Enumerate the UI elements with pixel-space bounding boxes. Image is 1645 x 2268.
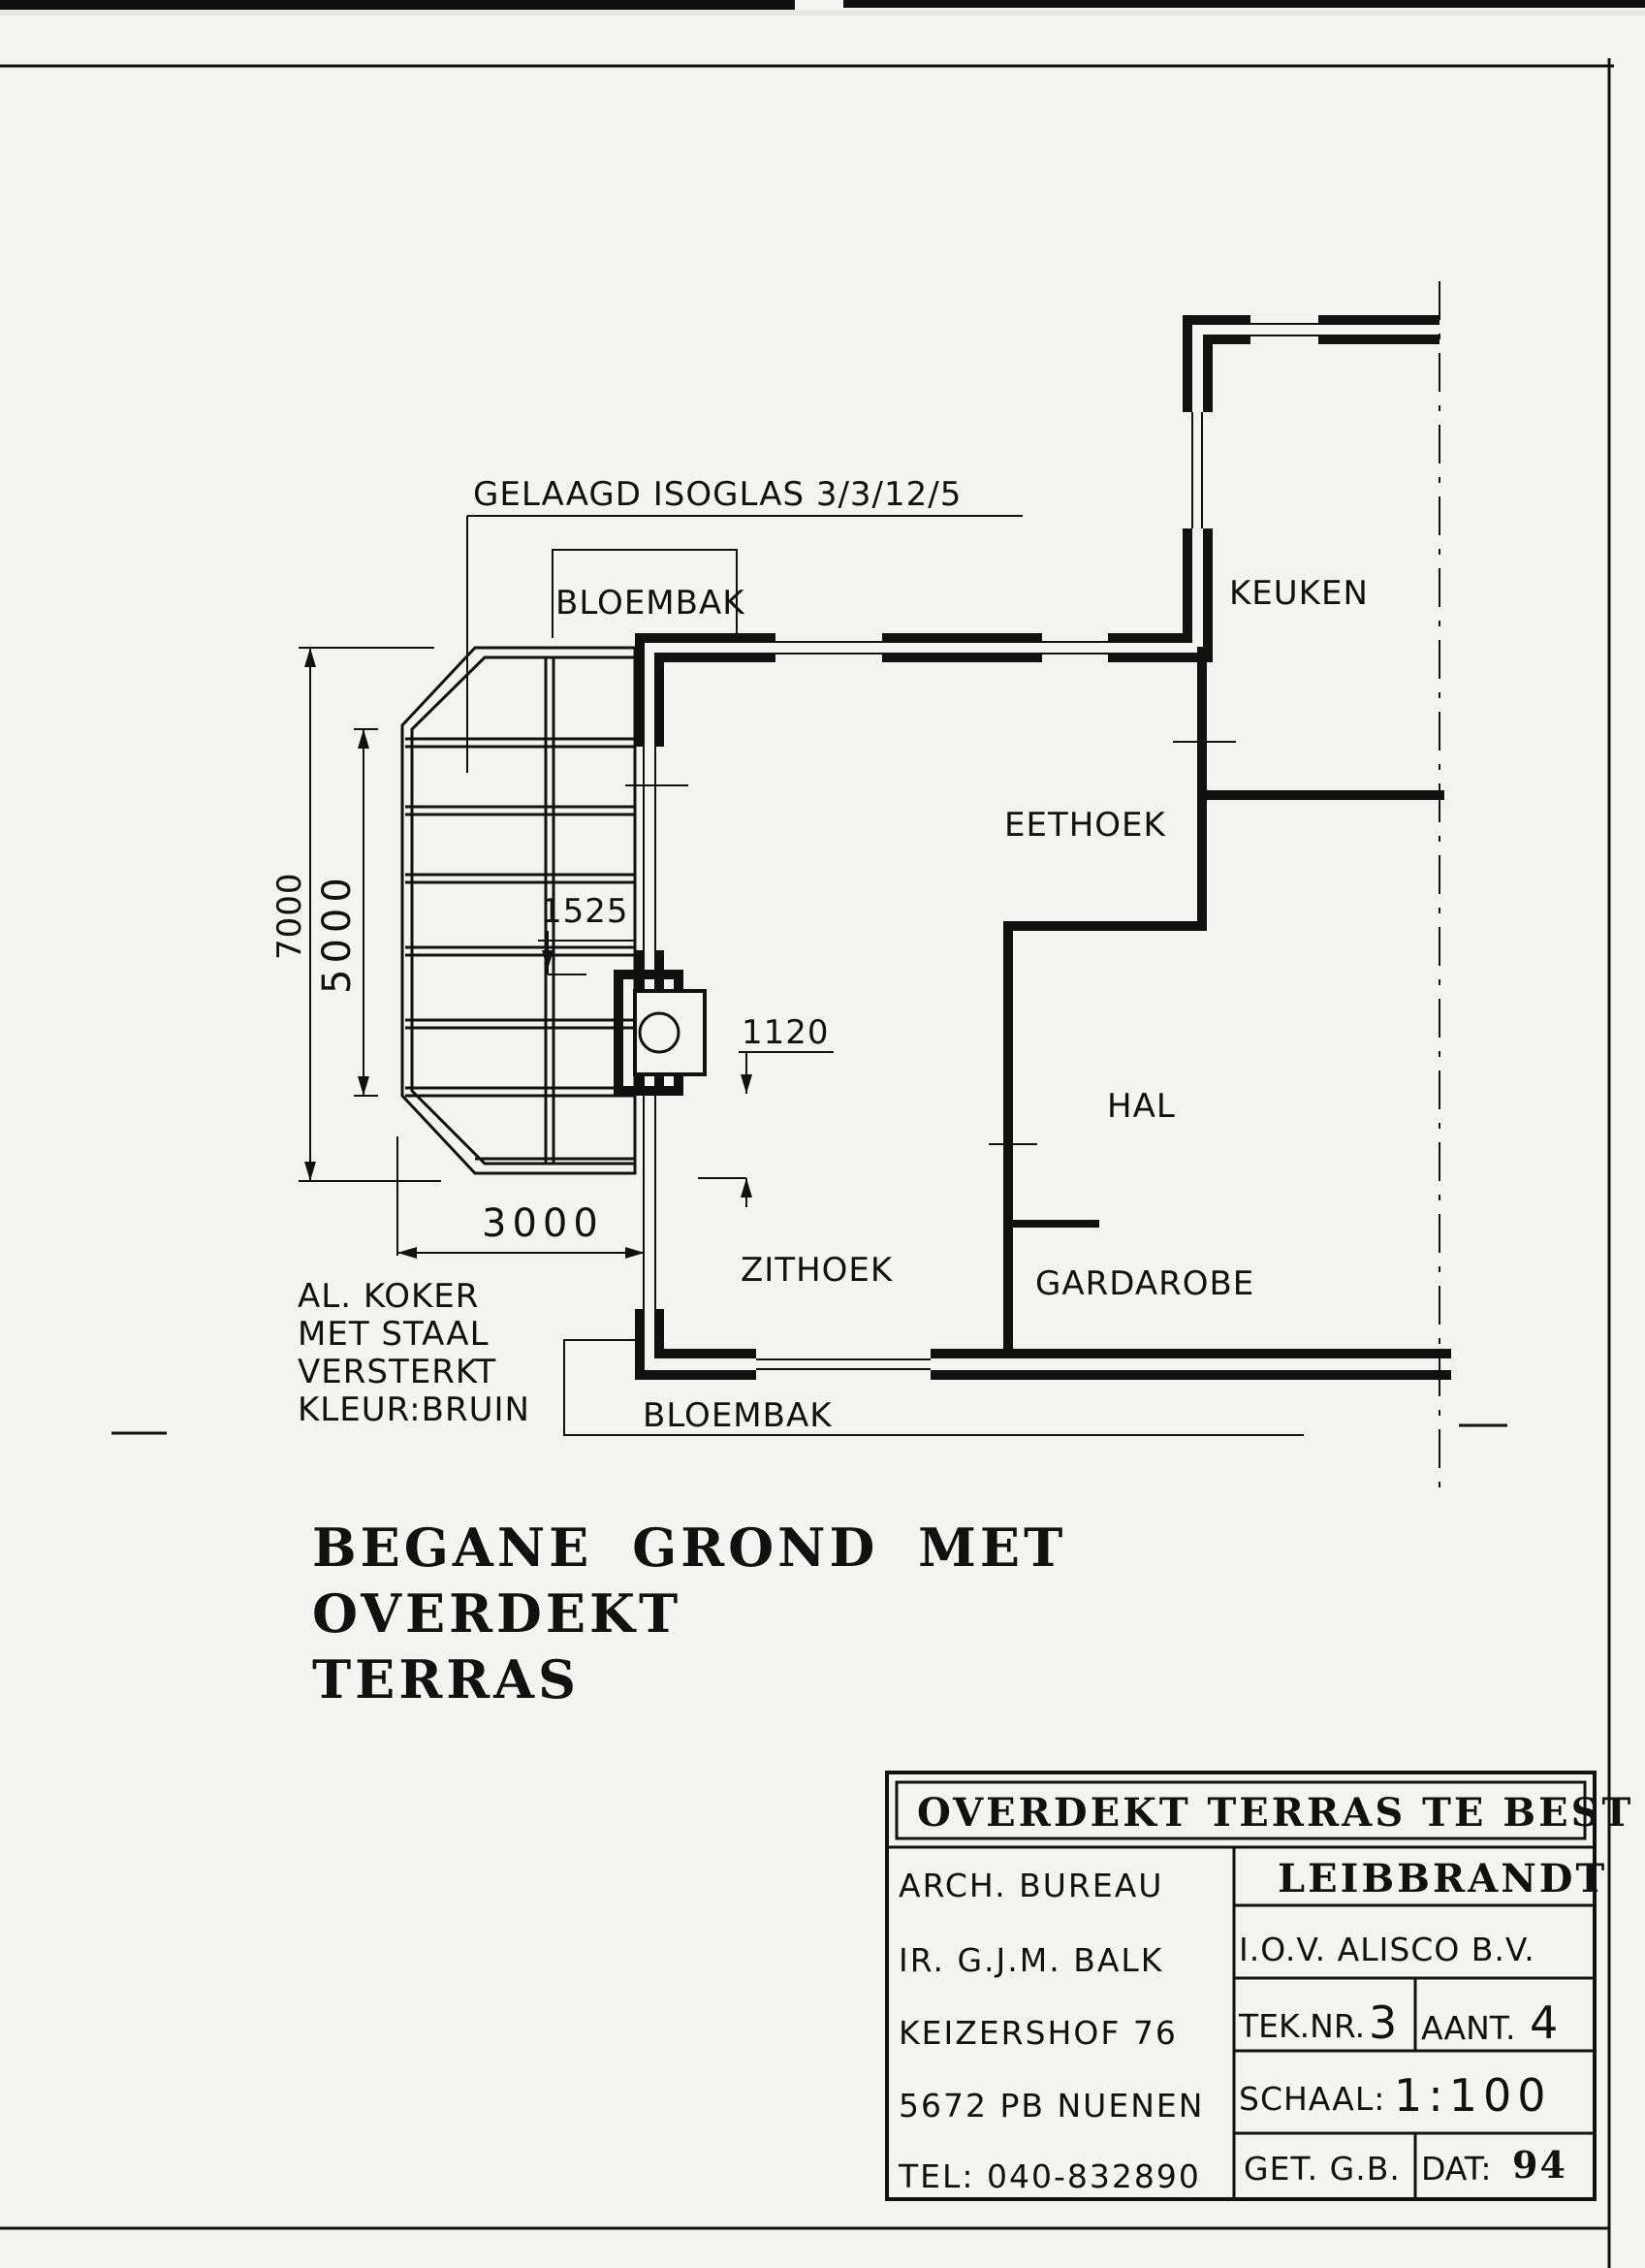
section-marks — [111, 1423, 1507, 1435]
drawing-border — [0, 58, 1614, 2268]
room-label-hal: HAL — [1107, 1087, 1176, 1126]
title-block-client: I.O.V. ALISCO B.V. — [1239, 1931, 1535, 1968]
title-block-office-line: KEIZERSHOF 76 — [899, 2014, 1178, 2052]
frame-note-line: AL. KOKER — [298, 1277, 480, 1316]
title-block-aant-label: AANT. — [1421, 2009, 1516, 2047]
room-label-zithoek: ZITHOEK — [741, 1251, 894, 1290]
room-label-keuken: KEUKEN — [1229, 574, 1369, 613]
title-block-scale-label: SCHAAL: — [1239, 2080, 1386, 2118]
drawing-title-line-2: TERRAS — [312, 1648, 580, 1710]
flowerbox-label-bottom: BLOEMBAK — [643, 1396, 833, 1435]
dimension-5000: 5000 — [315, 872, 360, 994]
dimension-7000: 7000 — [270, 872, 309, 960]
door-marks — [625, 703, 1236, 1193]
title-block-date-label: DAT: — [1421, 2150, 1492, 2188]
dimension-1525: 1525 — [541, 892, 629, 931]
title-block-office-line: 5672 PB NUENEN — [899, 2087, 1205, 2124]
title-block-firm: LEIBBRANDT — [1278, 1856, 1608, 1901]
title-block-grid — [885, 1771, 1597, 2201]
title-block-scale-value: 1:100 — [1394, 2069, 1552, 2122]
fireplace — [633, 989, 707, 1076]
title-block-office-line: TEL: 040-832890 — [899, 2157, 1201, 2195]
frame-note: AL. KOKER MET STAAL VERSTERKT KLEUR:BRUI… — [298, 1280, 530, 1426]
frame-note-line: MET STAAL — [298, 1315, 490, 1354]
terrace-frame — [400, 646, 637, 1175]
title-block-office-line: ARCH. BUREAU — [899, 1867, 1164, 1904]
paper-top-edge — [0, 0, 1645, 16]
glass-note: GELAAGD ISOGLAS 3/3/12/5 — [473, 475, 963, 514]
title-block-date-value: 94 — [1512, 2143, 1567, 2187]
drawing-title: BEGANE GROND MET OVERDEKT TERRAS — [312, 1515, 1378, 1712]
frame-note-line: KLEUR:BRUIN — [298, 1390, 530, 1429]
title-block-tek-value: 3 — [1369, 1996, 1400, 2049]
drawing-title-line-1: BEGANE GROND MET OVERDEKT — [312, 1517, 1067, 1645]
flowerbox-label-top: BLOEMBAK — [555, 584, 745, 623]
flowerboxes — [552, 549, 1304, 1436]
title-block-project: OVERDEKT TERRAS TE BEST — [917, 1790, 1634, 1836]
title-block-drawn-by: GET. G.B. — [1244, 2150, 1401, 2188]
dimension-3000: 3000 — [482, 1201, 604, 1246]
room-label-gardarobe: GARDAROBE — [1035, 1264, 1255, 1303]
frame-note-line: VERSTERKT — [298, 1353, 497, 1391]
title-block-office-line: IR. G.J.M. BALK — [899, 1941, 1164, 1979]
title-block-aant-value: 4 — [1530, 1996, 1561, 2049]
room-label-eethoek: EETHOEK — [1004, 806, 1166, 845]
window-openings — [632, 312, 1318, 1383]
glass-leader — [466, 515, 1023, 773]
dimension-arrows — [304, 648, 752, 1259]
dimension-1120: 1120 — [742, 1013, 830, 1052]
title-block-tek-label: TEK.NR. — [1239, 2007, 1366, 2045]
